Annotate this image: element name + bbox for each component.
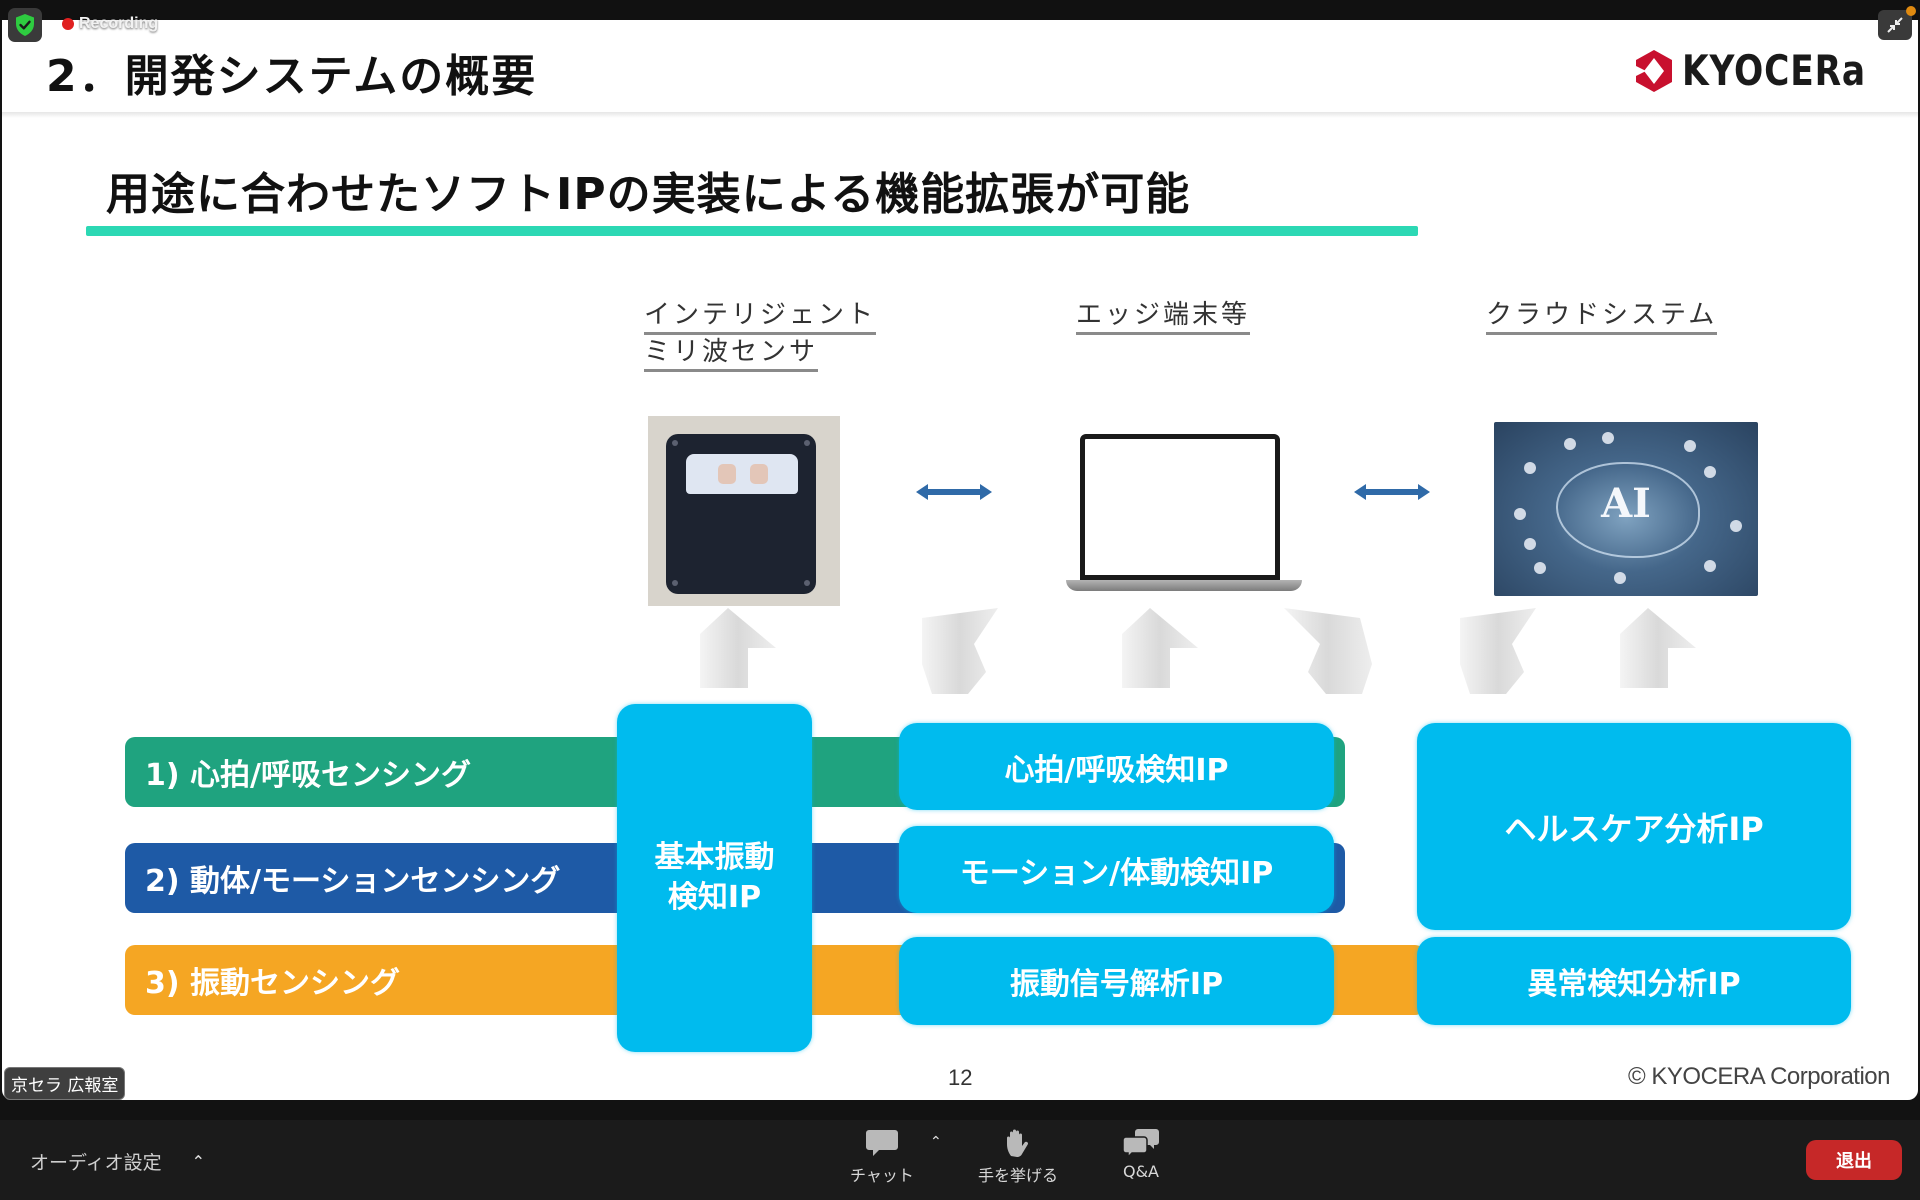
ai-node bbox=[1514, 508, 1526, 520]
double-arrow-icon bbox=[916, 484, 992, 500]
chat-options-chevron-icon[interactable]: ⌃ bbox=[930, 1134, 942, 1150]
recording-indicator: Recording bbox=[62, 15, 158, 33]
copyright: © KYOCERA Corporation bbox=[1628, 1063, 1890, 1090]
logo-wordmark: KYOCERa bbox=[1682, 46, 1866, 95]
sensing-band-label: 1) 心拍/呼吸センシング bbox=[145, 758, 471, 793]
brain-outline bbox=[1556, 462, 1700, 558]
subtitle-underline bbox=[86, 226, 1418, 236]
column-header-edge: エッジ端末等 bbox=[1076, 298, 1251, 335]
collapse-arrows-icon bbox=[1887, 17, 1903, 33]
ai-node bbox=[1730, 520, 1742, 532]
up-arrow-icon bbox=[1620, 608, 1696, 688]
meeting-toolbar: オーディオ設定 ⌃ チャット ⌃ 手を挙げる Q&A 退出 bbox=[0, 1120, 1920, 1200]
column-header-sensor-line1: インテリジェント bbox=[644, 298, 877, 335]
shared-slide: 2．開発システムの概要 KYOCERa 用途に合わせたソフトIPの実装による機能… bbox=[2, 20, 1918, 1100]
exit-fullscreen-button[interactable] bbox=[1878, 6, 1916, 40]
kyocera-logo: KYOCERa bbox=[1632, 46, 1906, 95]
sensing-band-label: 3) 振動センシング bbox=[145, 966, 401, 1001]
ai-node bbox=[1704, 560, 1716, 572]
raise-hand-button[interactable]: 手を挙げる bbox=[978, 1128, 1058, 1186]
double-arrow-icon bbox=[1354, 484, 1430, 500]
ip-block-vibration-analysis: 振動信号解析IP bbox=[899, 937, 1334, 1025]
ip-block-heart-respiration: 心拍/呼吸検知IP bbox=[899, 723, 1334, 810]
ai-node bbox=[1684, 440, 1696, 452]
up-arrow-icon bbox=[1122, 608, 1198, 688]
column-header-sensor-line2: ミリ波センサ bbox=[644, 335, 819, 372]
diagonal-arrow-icon bbox=[1284, 608, 1372, 694]
sensor-window bbox=[686, 454, 798, 494]
screw bbox=[804, 440, 810, 446]
header-divider bbox=[2, 112, 1918, 118]
ai-node bbox=[1602, 432, 1614, 444]
column-header-cloud-label: クラウドシステム bbox=[1486, 298, 1718, 335]
ip-block-anomaly-detection: 異常検知分析IP bbox=[1417, 937, 1851, 1025]
ai-node bbox=[1534, 562, 1546, 574]
mmwave-sensor-image bbox=[648, 416, 840, 606]
audio-settings-label: オーディオ設定 bbox=[30, 1152, 162, 1174]
ai-node bbox=[1564, 438, 1576, 450]
speaker-name-tag: 京セラ 広報室 bbox=[4, 1067, 126, 1100]
audio-settings-button[interactable]: オーディオ設定 ⌃ bbox=[30, 1148, 205, 1175]
chevron-up-icon[interactable]: ⌃ bbox=[191, 1152, 206, 1171]
diagonal-arrow-icon bbox=[922, 608, 998, 694]
up-arrow-icon bbox=[700, 608, 776, 688]
ip-block-motion: モーション/体動検知IP bbox=[899, 826, 1334, 913]
column-header-sensor: インテリジェント ミリ波センサ bbox=[644, 298, 877, 372]
recording-dot-icon bbox=[62, 18, 74, 30]
laptop-screen bbox=[1080, 434, 1280, 580]
sensor-body bbox=[666, 434, 816, 594]
ai-node bbox=[1524, 538, 1536, 550]
column-header-edge-label: エッジ端末等 bbox=[1076, 298, 1251, 335]
ai-node bbox=[1704, 466, 1716, 478]
diagonal-arrow-icon bbox=[1460, 608, 1536, 694]
recording-label: Recording bbox=[79, 15, 159, 32]
leave-button[interactable]: 退出 bbox=[1806, 1140, 1902, 1180]
laptop-image bbox=[1066, 430, 1302, 592]
chat-button[interactable]: チャット bbox=[850, 1128, 914, 1186]
qa-label: Q&A bbox=[1122, 1162, 1159, 1181]
raised-hand-icon bbox=[1007, 1129, 1029, 1157]
ip-block-basic-line2: 検知IP bbox=[667, 880, 762, 915]
qa-button[interactable]: Q&A bbox=[1122, 1128, 1160, 1181]
shield-check-icon bbox=[16, 14, 34, 36]
security-shield-button[interactable] bbox=[8, 8, 42, 42]
chat-label: チャット bbox=[850, 1166, 914, 1185]
kyocera-mark-icon bbox=[1636, 49, 1672, 92]
ai-node bbox=[1524, 462, 1536, 474]
screw bbox=[672, 440, 678, 446]
page-number: 12 bbox=[948, 1065, 973, 1090]
ai-cloud-image: AI bbox=[1494, 422, 1758, 596]
ai-image-text: AI bbox=[1601, 480, 1651, 527]
slide-subtitle: 用途に合わせたソフトIPの実装による機能拡張が可能 bbox=[106, 169, 1191, 220]
screw bbox=[804, 580, 810, 586]
chat-bubble-icon bbox=[865, 1130, 898, 1156]
ip-block-basic-line1: 基本振動 bbox=[654, 840, 775, 875]
laptop-base bbox=[1066, 580, 1302, 591]
sensor-lens bbox=[718, 464, 736, 484]
qa-bubbles-icon bbox=[1122, 1129, 1159, 1158]
ai-node bbox=[1614, 572, 1626, 584]
ip-block-basic-vibration: 基本振動 検知IP bbox=[617, 704, 812, 1052]
ip-block-healthcare-analysis: ヘルスケア分析IP bbox=[1417, 723, 1851, 930]
sensing-band-label: 2) 動体/モーションセンシング bbox=[145, 864, 561, 899]
window-top-bar bbox=[0, 0, 1920, 20]
notification-dot bbox=[1906, 6, 1916, 16]
sensor-lens bbox=[750, 464, 768, 484]
screw bbox=[672, 580, 678, 586]
raise-hand-label: 手を挙げる bbox=[978, 1166, 1059, 1185]
column-header-cloud: クラウドシステム bbox=[1486, 298, 1718, 335]
slide-title: 2．開発システムの概要 bbox=[46, 51, 538, 102]
